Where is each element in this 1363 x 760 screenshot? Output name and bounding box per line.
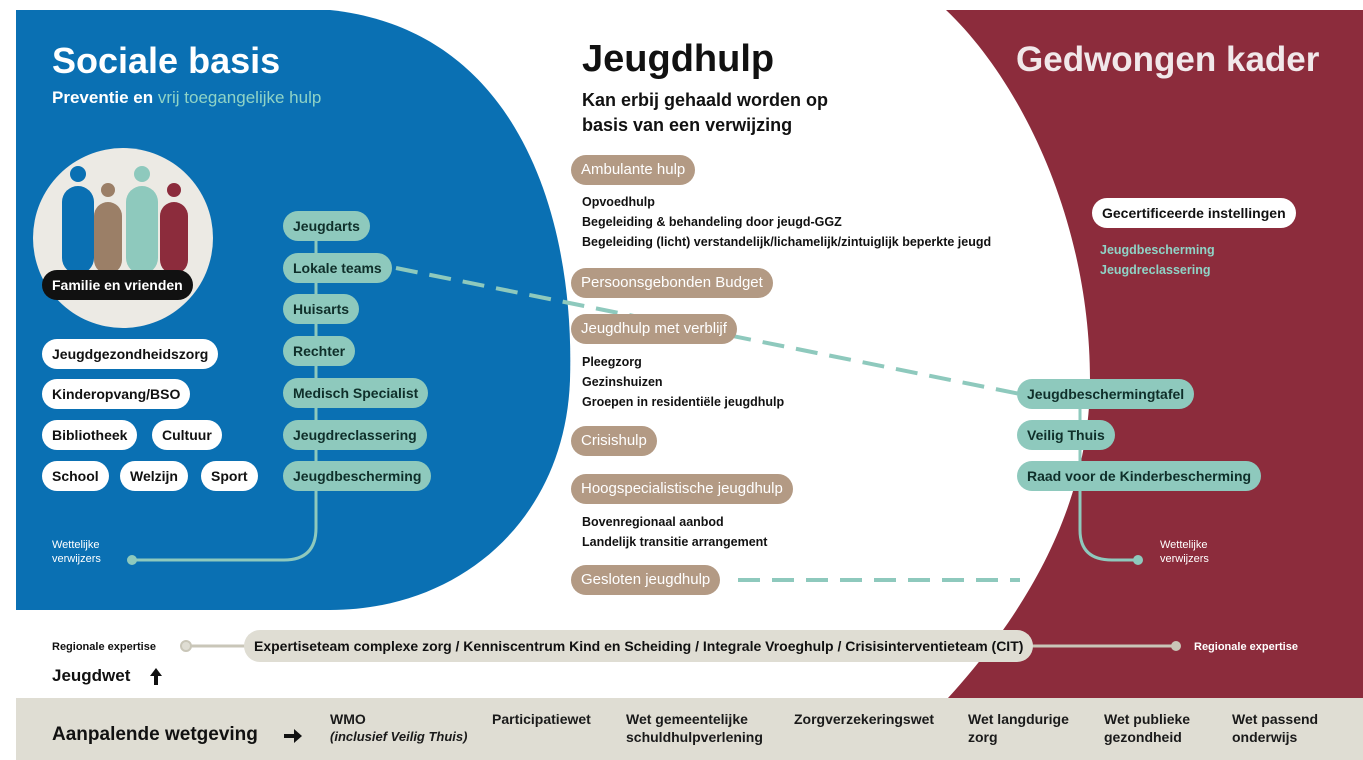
jeugdhulp-subtitle: Kan erbij gehaald worden op basis van ee… bbox=[582, 88, 828, 138]
regional-expertise-bar: Expertiseteam complexe zorg / Kenniscent… bbox=[244, 630, 1034, 662]
verwijzer-medisch-specialist: Medisch Specialist bbox=[283, 378, 429, 408]
subtitle-part-1: Preventie en bbox=[52, 88, 158, 107]
cat-persoonsgebonden-budget: Persoonsgebonden Budget bbox=[571, 268, 773, 298]
cat-ambulante-hulp: Ambulante hulp bbox=[571, 155, 696, 185]
regional-expertise-left-label: Regionale expertise bbox=[52, 641, 156, 653]
verwijzer-jeugdreclassering: Jeugdreclassering bbox=[283, 420, 427, 450]
list-item: Jeugdbescherming bbox=[1100, 243, 1215, 257]
left-wettelijke-line2: verwijzers bbox=[52, 553, 101, 565]
right-verwijzers-connector bbox=[1078, 394, 1138, 562]
list-item: Begeleiding (licht) verstandelijk/licham… bbox=[582, 235, 992, 249]
verwijzer-veilig-thuis: Veilig Thuis bbox=[1017, 420, 1115, 450]
ambulante-hulp-list: Opvoedhulp Begeleiding & behandeling doo… bbox=[582, 192, 991, 252]
sociale-basis-subtitle: Preventie en vrij toegangelijke hulp bbox=[52, 88, 321, 108]
jeugdhulp-subtitle-line2: basis van een verwijzing bbox=[582, 115, 793, 135]
verwijzer-jeugdbeschermingtafel: Jeugdbeschermingtafel bbox=[1017, 379, 1195, 409]
gecertificeerde-instellingen-pill: Gecertificeerde instellingen bbox=[1092, 198, 1296, 228]
footer-item-line2: onderwijs bbox=[1232, 729, 1298, 745]
people-icon bbox=[62, 166, 188, 274]
verwijzer-rechter: Rechter bbox=[283, 336, 356, 366]
list-item: Landelijk transitie arrangement bbox=[582, 535, 768, 549]
subtitle-part-2: vrij toegangelijke hulp bbox=[157, 88, 322, 107]
left-verwijzers-dot bbox=[127, 555, 137, 565]
hoogspecialistisch-list: Bovenregionaal aanbod Landelijk transiti… bbox=[582, 512, 767, 552]
verwijzer-raad-kinderbescherming: Raad voor de Kinderbescherming bbox=[1017, 461, 1262, 491]
pill-welzijn: Welzijn bbox=[120, 461, 188, 491]
footer-item-wlz: Wet langdurige zorg bbox=[968, 710, 1069, 746]
jeugdhulp-subtitle-line1: Kan erbij gehaald worden op bbox=[582, 90, 829, 110]
footer-item-line1: Zorgverzekeringswet bbox=[794, 711, 935, 727]
regional-right-dot bbox=[1171, 641, 1181, 651]
footer-item-line1: Wet gemeentelijke bbox=[626, 711, 748, 727]
pill-jeugdgezondheidszorg: Jeugdgezondheidszorg bbox=[42, 339, 219, 369]
footer-item-line1: Participatiewet bbox=[492, 711, 591, 727]
footer-item-line1: Wet publieke bbox=[1104, 711, 1191, 727]
regional-left-dot bbox=[180, 640, 192, 652]
cat-crisishulp: Crisishulp bbox=[571, 426, 657, 456]
regional-expertise-right-label: Regionale expertise bbox=[1194, 641, 1298, 653]
list-item: Groepen in residentiële jeugdhulp bbox=[582, 395, 785, 409]
footer-item-publieke-gezondheid: Wet publieke gezondheid bbox=[1104, 710, 1190, 746]
footer-item-line2: schuldhulpverlening bbox=[626, 729, 763, 745]
verwijzer-huisarts: Huisarts bbox=[283, 294, 360, 324]
sociale-basis-title: Sociale basis bbox=[52, 40, 281, 81]
footer-item-line1: WMO bbox=[330, 711, 366, 727]
list-item: Jeugdreclassering bbox=[1100, 263, 1211, 277]
cat-gesloten-jeugdhulp: Gesloten jeugdhulp bbox=[571, 565, 721, 595]
verblijf-list: Pleegzorg Gezinshuizen Groepen in reside… bbox=[582, 352, 784, 412]
footer-item-line1: Wet passend bbox=[1232, 711, 1319, 727]
footer-item-line2: (inclusief Veilig Thuis) bbox=[330, 729, 468, 744]
verwijzer-jeugdarts: Jeugdarts bbox=[283, 211, 370, 241]
up-arrow-icon bbox=[150, 668, 162, 685]
left-verwijzers-connector bbox=[132, 226, 318, 562]
footer-item-participatiewet: Participatiewet bbox=[492, 710, 591, 728]
footer-item-line2: gezondheid bbox=[1104, 729, 1182, 745]
list-item: Opvoedhulp bbox=[582, 195, 655, 209]
verwijzer-jeugdbescherming: Jeugdbescherming bbox=[283, 461, 432, 491]
pill-school: School bbox=[42, 461, 109, 491]
right-wettelijke-line1: Wettelijke bbox=[1160, 539, 1208, 551]
certified-list: Jeugdbescherming Jeugdreclassering bbox=[1100, 240, 1215, 280]
left-wettelijke-verwijzers: Wettelijke verwijzers bbox=[52, 538, 101, 566]
list-item: Pleegzorg bbox=[582, 355, 642, 369]
cat-hoogspecialistische-jeugdhulp: Hoogspecialistische jeugdhulp bbox=[571, 474, 793, 504]
footer-item-line1: Wet langdurige bbox=[968, 711, 1069, 727]
right-arrow-icon bbox=[284, 729, 302, 743]
pill-sport: Sport bbox=[201, 461, 258, 491]
pill-bibliotheek: Bibliotheek bbox=[42, 420, 138, 450]
gedwongen-kader-title: Gedwongen kader bbox=[1016, 40, 1320, 79]
gedwongen-kader-region bbox=[946, 10, 1363, 698]
jeugdwet-label: Jeugdwet bbox=[52, 666, 131, 685]
footer-bar bbox=[16, 698, 1363, 760]
jeugdhulp-title: Jeugdhulp bbox=[582, 38, 775, 80]
aanpalende-wetgeving-title: Aanpalende wetgeving bbox=[52, 724, 258, 745]
footer-item-passend-onderwijs: Wet passend onderwijs bbox=[1232, 710, 1318, 746]
list-item: Gezinshuizen bbox=[582, 375, 663, 389]
right-verwijzers-dot bbox=[1133, 555, 1143, 565]
footer-item-line2: zorg bbox=[968, 729, 998, 745]
right-wettelijke-line2: verwijzers bbox=[1160, 553, 1209, 565]
footer-item-wmo: WMO (inclusief Veilig Thuis) bbox=[330, 710, 467, 746]
left-wettelijke-line1: Wettelijke bbox=[52, 539, 100, 551]
pill-kinderopvang: Kinderopvang/BSO bbox=[42, 379, 191, 409]
familie-vrienden-pill: Familie en vrienden bbox=[42, 270, 193, 300]
footer-item-zorgverzekeringswet: Zorgverzekeringswet bbox=[794, 710, 934, 728]
right-wettelijke-verwijzers: Wettelijke verwijzers bbox=[1160, 538, 1209, 566]
footer-item-schuldhulpverlening: Wet gemeentelijke schuldhulpverlening bbox=[626, 710, 763, 746]
cat-jeugdhulp-met-verblijf: Jeugdhulp met verblijf bbox=[571, 314, 737, 344]
pill-cultuur: Cultuur bbox=[152, 420, 222, 450]
verwijzer-lokale-teams: Lokale teams bbox=[283, 253, 392, 283]
list-item: Begeleiding & behandeling door jeugd-GGZ bbox=[582, 215, 842, 229]
list-item: Bovenregionaal aanbod bbox=[582, 515, 724, 529]
